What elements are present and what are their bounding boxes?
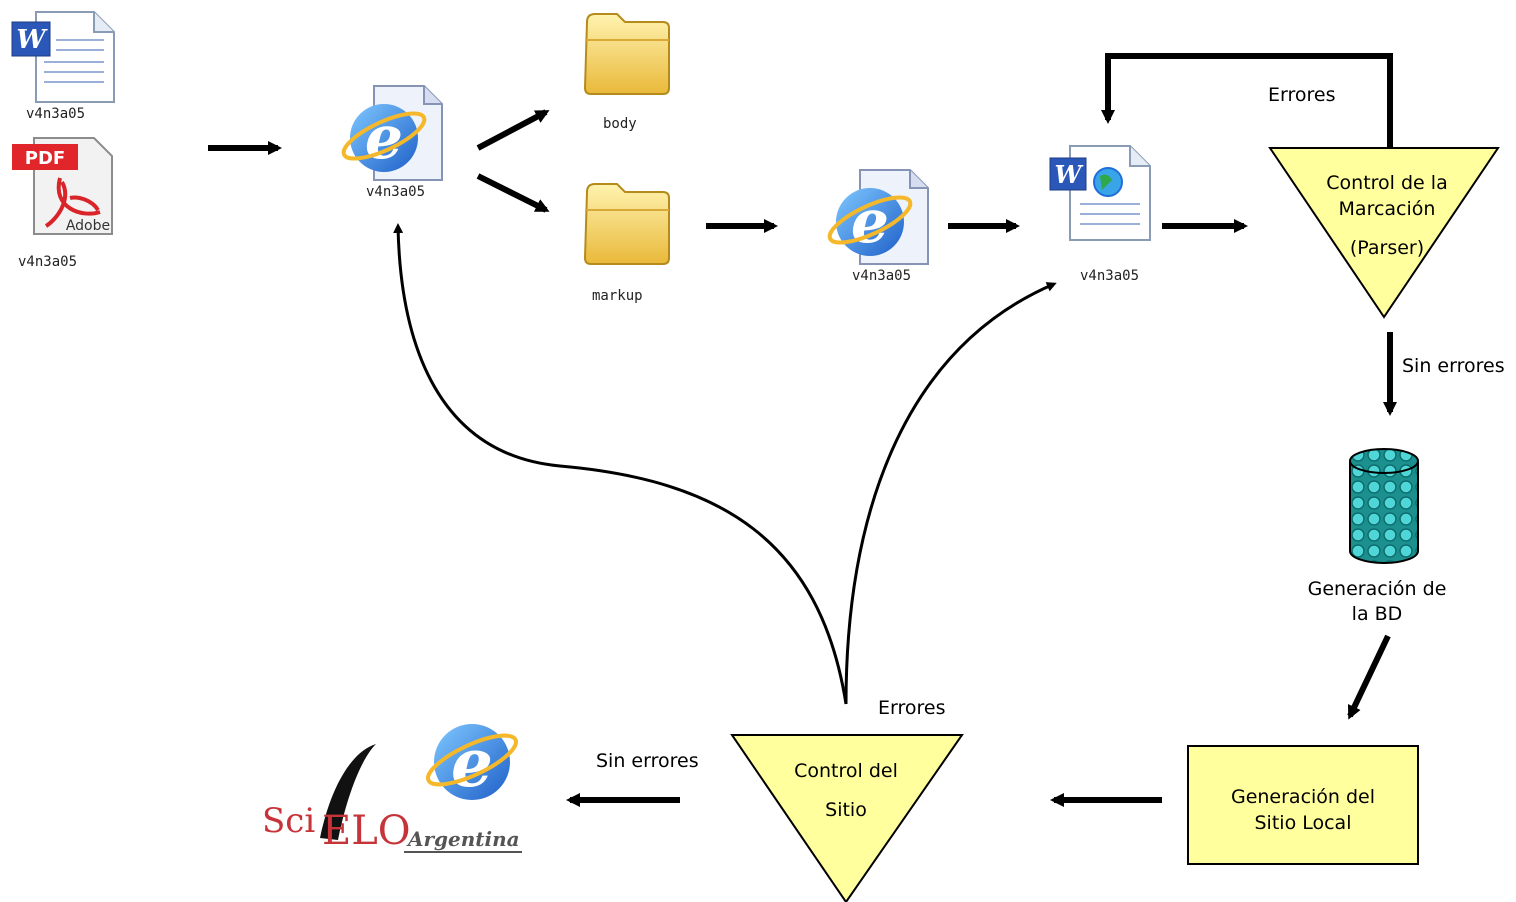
svg-text:W: W — [1055, 160, 1084, 189]
scielo-logo-country: Argentina — [406, 827, 520, 851]
local-site-box — [1187, 745, 1419, 865]
database-label-line1: Generación de — [1307, 578, 1447, 600]
site-ok-label: Sin errores — [596, 750, 699, 772]
internet-explorer-icon: e — [827, 169, 929, 265]
site-errors-label: Errores — [878, 697, 946, 719]
word-web-document-icon: W — [1049, 145, 1151, 241]
flow-arrows — [208, 53, 1397, 807]
svg-text:e: e — [451, 724, 493, 802]
pdf-document-label: v4n3a05 — [18, 254, 78, 270]
pdf-badge-text: PDF — [25, 148, 65, 169]
parser-control-triangle — [1268, 147, 1500, 319]
site-control-line2: Sitio — [825, 799, 867, 821]
parser-control-line2: Marcación — [1338, 198, 1436, 220]
scielo-logo-sci: Sci — [262, 801, 315, 841]
site-control-line1: Control del — [794, 760, 898, 782]
parser-control-line1: Control de la — [1326, 172, 1448, 194]
folder-icon — [583, 183, 670, 265]
scielo-logo-elo: ELO — [322, 808, 411, 854]
parser-errors-label: Errores — [1268, 84, 1336, 106]
word-document-icon: W — [11, 11, 115, 103]
svg-text:e: e — [851, 187, 889, 257]
internet-explorer-icon: e — [341, 85, 443, 181]
parser-control-line3: (Parser) — [1349, 237, 1425, 259]
folder-icon — [583, 13, 670, 95]
internet-explorer-icon: e — [426, 724, 518, 802]
svg-text:W: W — [16, 25, 48, 55]
pdf-brand-text: Adobe — [66, 218, 110, 234]
local-site-line2: Sitio Local — [1254, 812, 1352, 834]
folder-markup-label: markup — [592, 288, 643, 304]
folder-body-label: body — [603, 116, 637, 132]
word-web-doc-label: v4n3a05 — [1080, 268, 1140, 284]
word-document-label: v4n3a05 — [26, 106, 86, 122]
svg-text:e: e — [365, 103, 403, 173]
database-icon — [1349, 448, 1419, 564]
error-feedback-curves — [393, 223, 1057, 705]
database-label-line2: la BD — [1351, 603, 1403, 625]
local-site-line1: Generación del — [1230, 786, 1376, 808]
ie-html-2-label: v4n3a05 — [852, 268, 912, 284]
pdf-document-icon: PDF Adobe — [12, 137, 113, 235]
ie-html-1-label: v4n3a05 — [366, 184, 426, 200]
scielo-logo: Sci ELO Argentina — [262, 744, 522, 854]
parser-ok-label: Sin errores — [1402, 355, 1505, 377]
site-control-triangle — [730, 734, 964, 902]
